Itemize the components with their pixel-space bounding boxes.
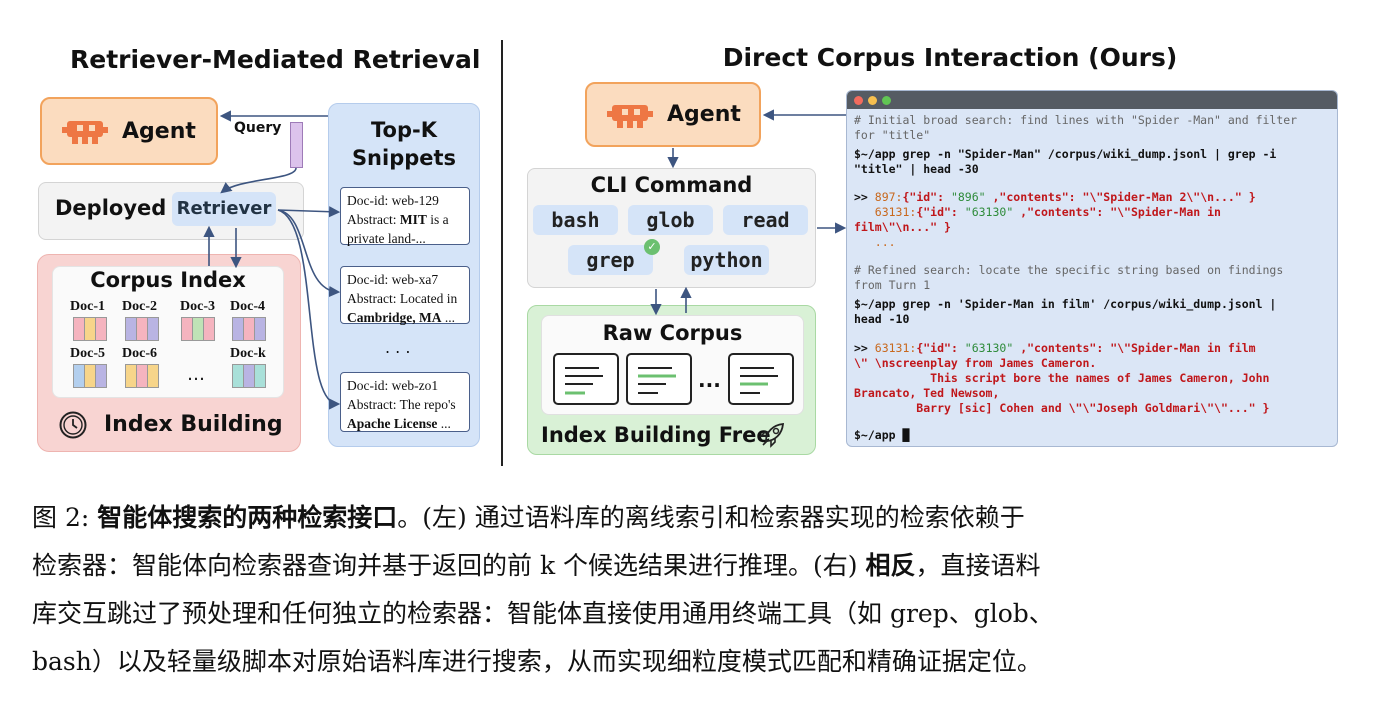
topk-title-2: Snippets bbox=[351, 146, 457, 170]
snippet-doc-id: Doc-id: web-zo1 bbox=[347, 378, 439, 393]
raw-corpus-title: Raw Corpus bbox=[602, 321, 743, 345]
doc-label: Doc-2 bbox=[122, 299, 157, 314]
maximize-dot-icon bbox=[882, 96, 891, 105]
right-agent-box: Agent bbox=[585, 82, 761, 147]
snippet-card: Doc-id: web-xa7 Abstract: Located in Cam… bbox=[340, 266, 470, 325]
snippet-abstract-cont: Cambridge, MA ... bbox=[347, 310, 455, 325]
figure-caption-line: bash）以及轻量级脚本对原始语料库进行搜索，从而实现细粒度模式匹配和精确证据定… bbox=[32, 647, 1042, 676]
document-icon bbox=[728, 353, 794, 405]
terminal-cursor: █ bbox=[902, 428, 910, 442]
doc-label: Doc-1 bbox=[70, 299, 105, 314]
cli-command-title: CLI Command bbox=[590, 173, 753, 197]
doc-label: Doc-3 bbox=[180, 299, 215, 314]
robot-icon bbox=[607, 101, 653, 129]
terminal-command: $~/app grep -n "Spider-Man" /corpus/wiki… bbox=[854, 147, 1277, 161]
snippet-abstract-cont: Apache License ... bbox=[347, 416, 451, 431]
terminal-output: This script bore the names of James Came… bbox=[854, 371, 1270, 385]
topk-title-1: Top-K bbox=[371, 118, 437, 142]
clock-icon bbox=[58, 410, 88, 440]
minimize-dot-icon bbox=[868, 96, 877, 105]
check-icon: ✓ bbox=[644, 239, 660, 255]
tool-chip-bash: bash bbox=[533, 205, 618, 235]
terminal-comment: # Refined search: locate the specific st… bbox=[854, 263, 1284, 277]
corpus-index-title: Corpus Index bbox=[90, 268, 246, 292]
arrow-retriever-to-snippet bbox=[277, 209, 341, 298]
terminal-output: film\"\n..." } bbox=[854, 220, 951, 234]
snippet-abstract: Abstract: The repo's bbox=[347, 397, 456, 412]
doc-label: Doc-5 bbox=[70, 346, 105, 361]
doc-label: Doc-4 bbox=[230, 299, 265, 314]
snippet-card: Doc-id: web-zo1 Abstract: The repo's Apa… bbox=[340, 372, 470, 432]
tool-chip-glob: glob bbox=[628, 205, 713, 235]
index-free-label: Index Building Free bbox=[541, 423, 771, 447]
terminal-comment: # Initial broad search: find lines with … bbox=[854, 113, 1298, 127]
terminal-output: Barry [sic] Cohen and \"\"Joseph Goldmar… bbox=[854, 401, 1270, 415]
terminal-output: >> 63131:{"id": "63130" ,"contents": "\"… bbox=[854, 341, 1256, 355]
arrow-retriever-to-snippet bbox=[277, 206, 341, 218]
terminal-command: $~/app grep -n 'Spider-Man in film' /cor… bbox=[854, 297, 1277, 311]
deployed-label: Deployed bbox=[55, 196, 167, 220]
left-arrows bbox=[203, 110, 341, 410]
doc-embedding-icon bbox=[125, 317, 159, 341]
docs-ellipsis: … bbox=[187, 364, 205, 385]
terminal-command: head -10 bbox=[854, 312, 910, 326]
rocket-icon bbox=[757, 420, 787, 450]
tool-chip-grep: grep bbox=[568, 245, 653, 275]
terminal-output: >> 897:{"id": "896" ,"contents": "\"Spid… bbox=[854, 190, 1256, 204]
snippet-card: Doc-id: web-129 Abstract: MIT is a priva… bbox=[340, 187, 470, 246]
figure-caption-line: 图 2: 智能体搜索的两种检索接口。(左) 通过语料库的离线索引和检索器实现的检… bbox=[32, 503, 1025, 532]
terminal-comment: from Turn 1 bbox=[854, 278, 931, 292]
terminal-comment: for "title" bbox=[854, 128, 931, 142]
snippet-doc-id: Doc-id: web-129 bbox=[347, 193, 439, 208]
terminal-output: Brancato, Ted Newsom, bbox=[854, 386, 1000, 400]
terminal-prompt: $~/app █ bbox=[854, 428, 910, 442]
terminal-output: \" \nscreenplay from James Cameron. bbox=[854, 356, 1097, 370]
snippet-abstract: Abstract: MIT is a bbox=[347, 212, 449, 227]
right-panel-title: Direct Corpus Interaction (Ours) bbox=[722, 43, 1178, 72]
snippet-abstract-cont: private land-... bbox=[347, 231, 426, 246]
terminal-titlebar bbox=[847, 91, 1337, 109]
close-dot-icon bbox=[854, 96, 863, 105]
right-agent-label: Agent bbox=[667, 102, 741, 127]
doc-embedding-icon bbox=[125, 364, 159, 388]
doc-label: Doc-k bbox=[230, 346, 266, 361]
document-icon bbox=[553, 353, 619, 405]
query-vector bbox=[290, 122, 303, 168]
doc-embedding-icon bbox=[232, 317, 266, 341]
snippet-abstract: Abstract: Located in bbox=[347, 291, 458, 306]
tool-chip-read: read bbox=[723, 205, 808, 235]
left-panel-title: Retriever-Mediated Retrieval bbox=[70, 45, 481, 74]
doc-embedding-icon bbox=[181, 317, 215, 341]
terminal-window: # Initial broad search: find lines with … bbox=[846, 90, 1338, 447]
raw-corpus-ellipsis: ... bbox=[698, 368, 721, 392]
retriever-chip: Retriever bbox=[172, 192, 276, 226]
index-building-label: Index Building bbox=[104, 412, 283, 437]
retriever-label: Retriever bbox=[176, 198, 272, 219]
doc-embedding-icon bbox=[73, 317, 107, 341]
left-agent-label: Agent bbox=[122, 118, 196, 144]
figure-caption-line: 检索器：智能体向检索器查询并基于返回的前 k 个候选结果进行推理。(右) 相反，… bbox=[32, 551, 1041, 580]
arrow-vector-to-retriever bbox=[220, 167, 297, 194]
doc-embedding-icon bbox=[232, 364, 266, 388]
query-label: Query bbox=[234, 120, 282, 136]
terminal-command: "title" | head -30 bbox=[854, 162, 979, 176]
left-agent-box: Agent bbox=[40, 97, 218, 165]
doc-embedding-icon bbox=[73, 364, 107, 388]
doc-label: Doc-6 bbox=[122, 346, 157, 361]
terminal-output: 63131:{"id": "63130" ,"contents": "\"Spi… bbox=[854, 205, 1221, 219]
arrow-retriever-to-snippet bbox=[277, 209, 341, 410]
robot-icon bbox=[62, 117, 108, 145]
figure-caption-line: 库交互跳过了预处理和任何独立的检索器：智能体直接使用通用终端工具（如 grep、… bbox=[32, 599, 1054, 628]
document-icon bbox=[626, 353, 692, 405]
terminal-output: ... bbox=[854, 235, 896, 249]
tool-chip-python: python bbox=[684, 245, 769, 275]
snippet-doc-id: Doc-id: web-xa7 bbox=[347, 272, 439, 287]
panel-divider bbox=[501, 40, 503, 466]
right-arrows bbox=[650, 109, 847, 316]
snippet-ellipsis: . . . bbox=[385, 338, 411, 357]
